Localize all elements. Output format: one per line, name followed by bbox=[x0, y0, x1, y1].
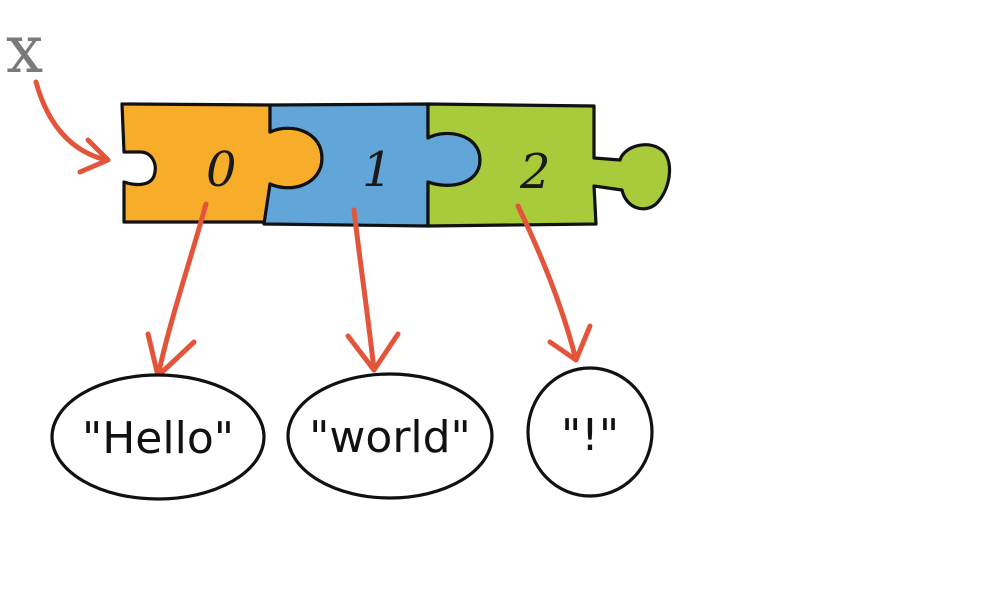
value-object-exclamation: "!" bbox=[526, 366, 654, 498]
list-index-2: 2 bbox=[519, 144, 551, 200]
list-object: 0 1 2 bbox=[120, 102, 672, 228]
list-slot-2 bbox=[426, 102, 672, 228]
list-index-0: 0 bbox=[206, 142, 237, 198]
slot-2-to-value-arrow bbox=[515, 203, 593, 363]
value-text-world: "world" bbox=[309, 412, 471, 463]
value-object-world: "world" bbox=[286, 372, 494, 500]
variable-to-list-arrow bbox=[33, 79, 111, 175]
slot-0-to-value-arrow bbox=[145, 201, 209, 379]
variable-name-label: x bbox=[6, 11, 43, 88]
list-index-1: 1 bbox=[362, 142, 393, 198]
slot-1-to-value-arrow bbox=[345, 207, 401, 373]
value-text-hello: "Hello" bbox=[82, 413, 234, 464]
value-object-hello: "Hello" bbox=[50, 373, 266, 501]
value-text-exclamation: "!" bbox=[561, 410, 619, 461]
